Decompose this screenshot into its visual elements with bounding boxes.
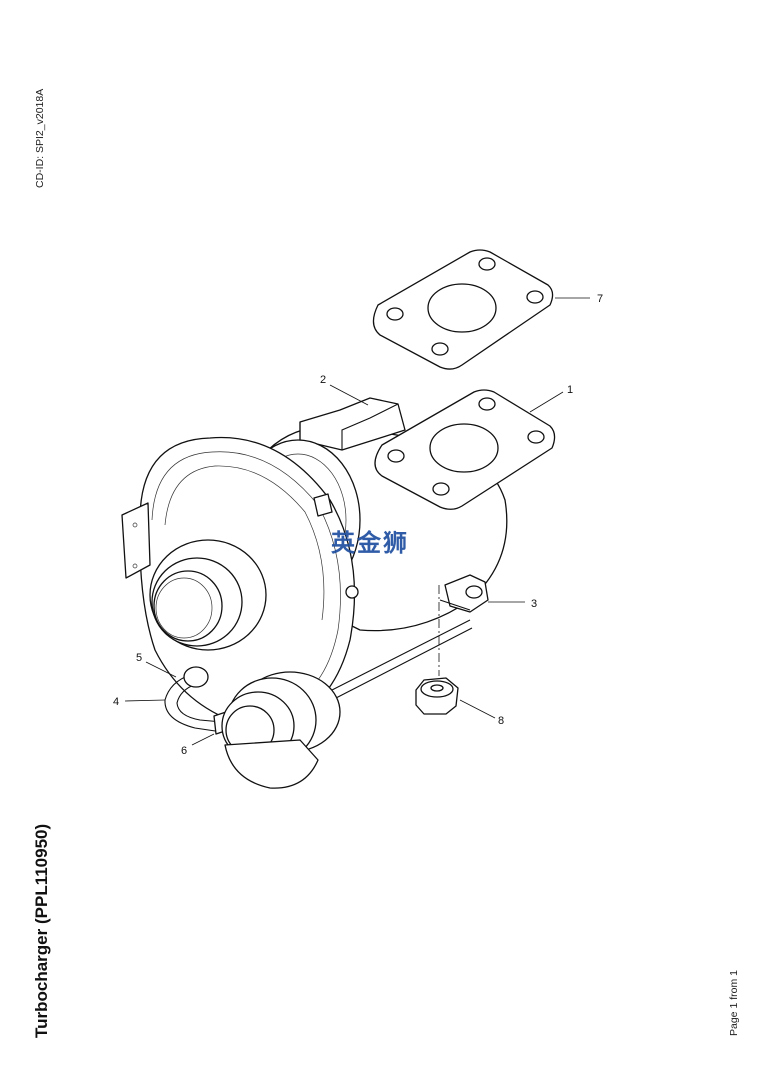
callout-label-8: 8 bbox=[498, 715, 504, 727]
callout-label-1: 1 bbox=[567, 384, 573, 396]
leader-lines bbox=[124, 297, 590, 746]
callout-label-4: 4 bbox=[113, 696, 119, 708]
callout-label-7: 7 bbox=[597, 293, 603, 305]
callout-label-2: 2 bbox=[320, 374, 326, 386]
watermark-logo: 英金狮 bbox=[331, 529, 409, 557]
oil-pipe bbox=[164, 666, 341, 789]
callout-label-5: 5 bbox=[136, 652, 142, 664]
callout-label-3: 3 bbox=[531, 598, 537, 610]
turbocharger-body bbox=[121, 389, 556, 721]
gasket-part bbox=[372, 249, 554, 370]
flange-nut bbox=[415, 677, 459, 715]
callout-label-6: 6 bbox=[181, 745, 187, 757]
